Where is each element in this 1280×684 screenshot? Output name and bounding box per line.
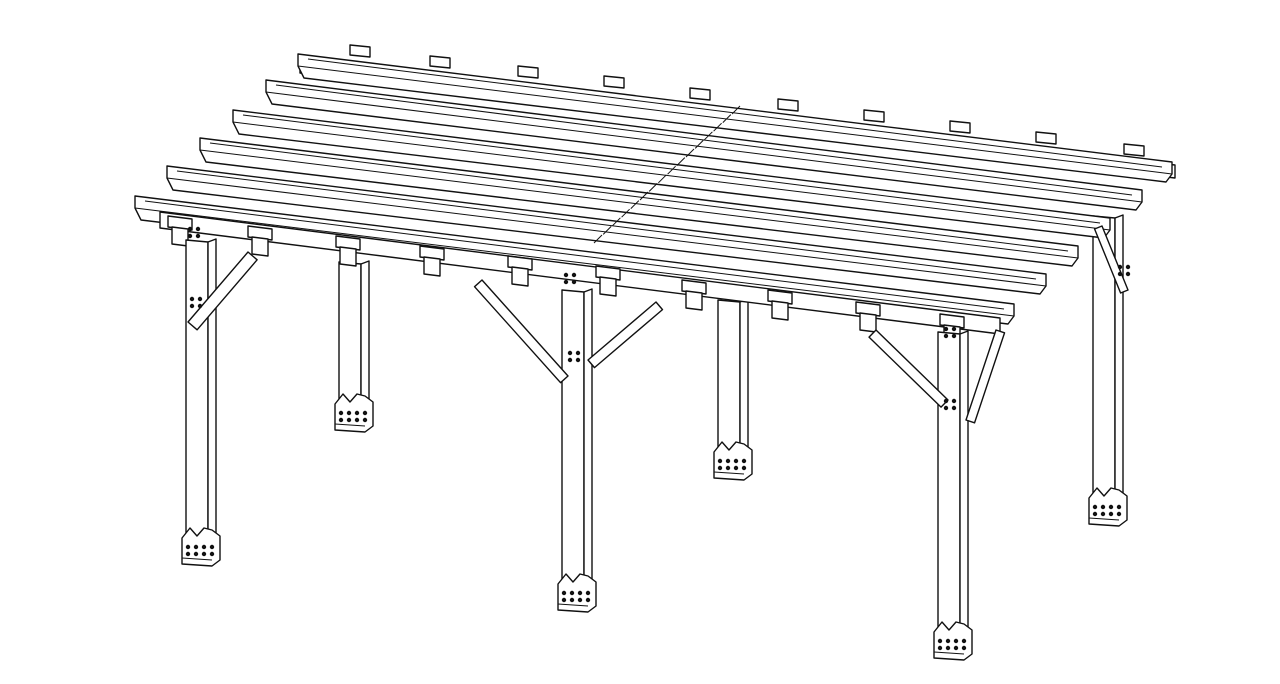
slat-seam [602, 226, 612, 235]
bracket-bolts [187, 226, 201, 239]
rafter-end-front [419, 245, 445, 277]
bracket-bolts [563, 272, 577, 285]
rafter-end-back [603, 75, 625, 89]
rafter-end-front [767, 289, 793, 321]
slat-seam [713, 122, 722, 132]
slat-seam [630, 200, 640, 209]
rafter-end-front [247, 225, 273, 257]
rafter-end-back [777, 98, 799, 112]
bracket-bolts [943, 326, 957, 339]
post-front-right [933, 330, 973, 661]
slat-seam [612, 217, 621, 227]
knee-brace [868, 329, 949, 408]
top-slat [265, 79, 1143, 211]
top-slat [199, 137, 1079, 267]
rafter-end-back [517, 65, 539, 79]
post-front-left [181, 238, 221, 567]
bracket-bolts [1117, 264, 1131, 277]
bracket-bolts [189, 296, 203, 309]
slat-seam [676, 157, 686, 166]
knee-brace [473, 279, 569, 384]
slat-seam [648, 183, 658, 192]
rafter-end-back [863, 109, 885, 123]
slat-seam [639, 191, 649, 201]
rafter-end-front [855, 301, 881, 333]
slat-seam [731, 105, 741, 115]
slat-seam [722, 114, 732, 123]
rafter-end-front [681, 279, 707, 311]
slat-seam [593, 234, 603, 244]
top-slat [297, 53, 1173, 183]
rafter-end-back [1123, 143, 1145, 157]
slat-seam [621, 208, 630, 218]
slat-seam [667, 165, 676, 175]
knee-brace [587, 301, 664, 369]
post-back-left [334, 260, 374, 433]
rafter-end-back [1035, 131, 1057, 145]
rafter-end-front [335, 235, 361, 267]
bracket-bolts [567, 350, 581, 363]
slat-seam [685, 148, 695, 158]
rafter-end-front [595, 265, 621, 297]
slat-seam [704, 131, 713, 141]
rafter-end-back [949, 120, 971, 134]
post-back-middle [713, 298, 753, 481]
knee-brace [187, 251, 258, 331]
bracket-bolts [943, 398, 957, 411]
rafter-end-front [507, 255, 533, 287]
knee-brace [965, 329, 1006, 424]
rafter-end-back [429, 55, 451, 69]
slat-seam [694, 140, 704, 149]
post-front-middle [557, 288, 597, 613]
slat-seam [658, 174, 667, 184]
rafter-end-back [689, 87, 711, 101]
top-slat [166, 165, 1047, 295]
rafter-end-back [349, 44, 371, 58]
rafter-end-front [167, 215, 193, 247]
